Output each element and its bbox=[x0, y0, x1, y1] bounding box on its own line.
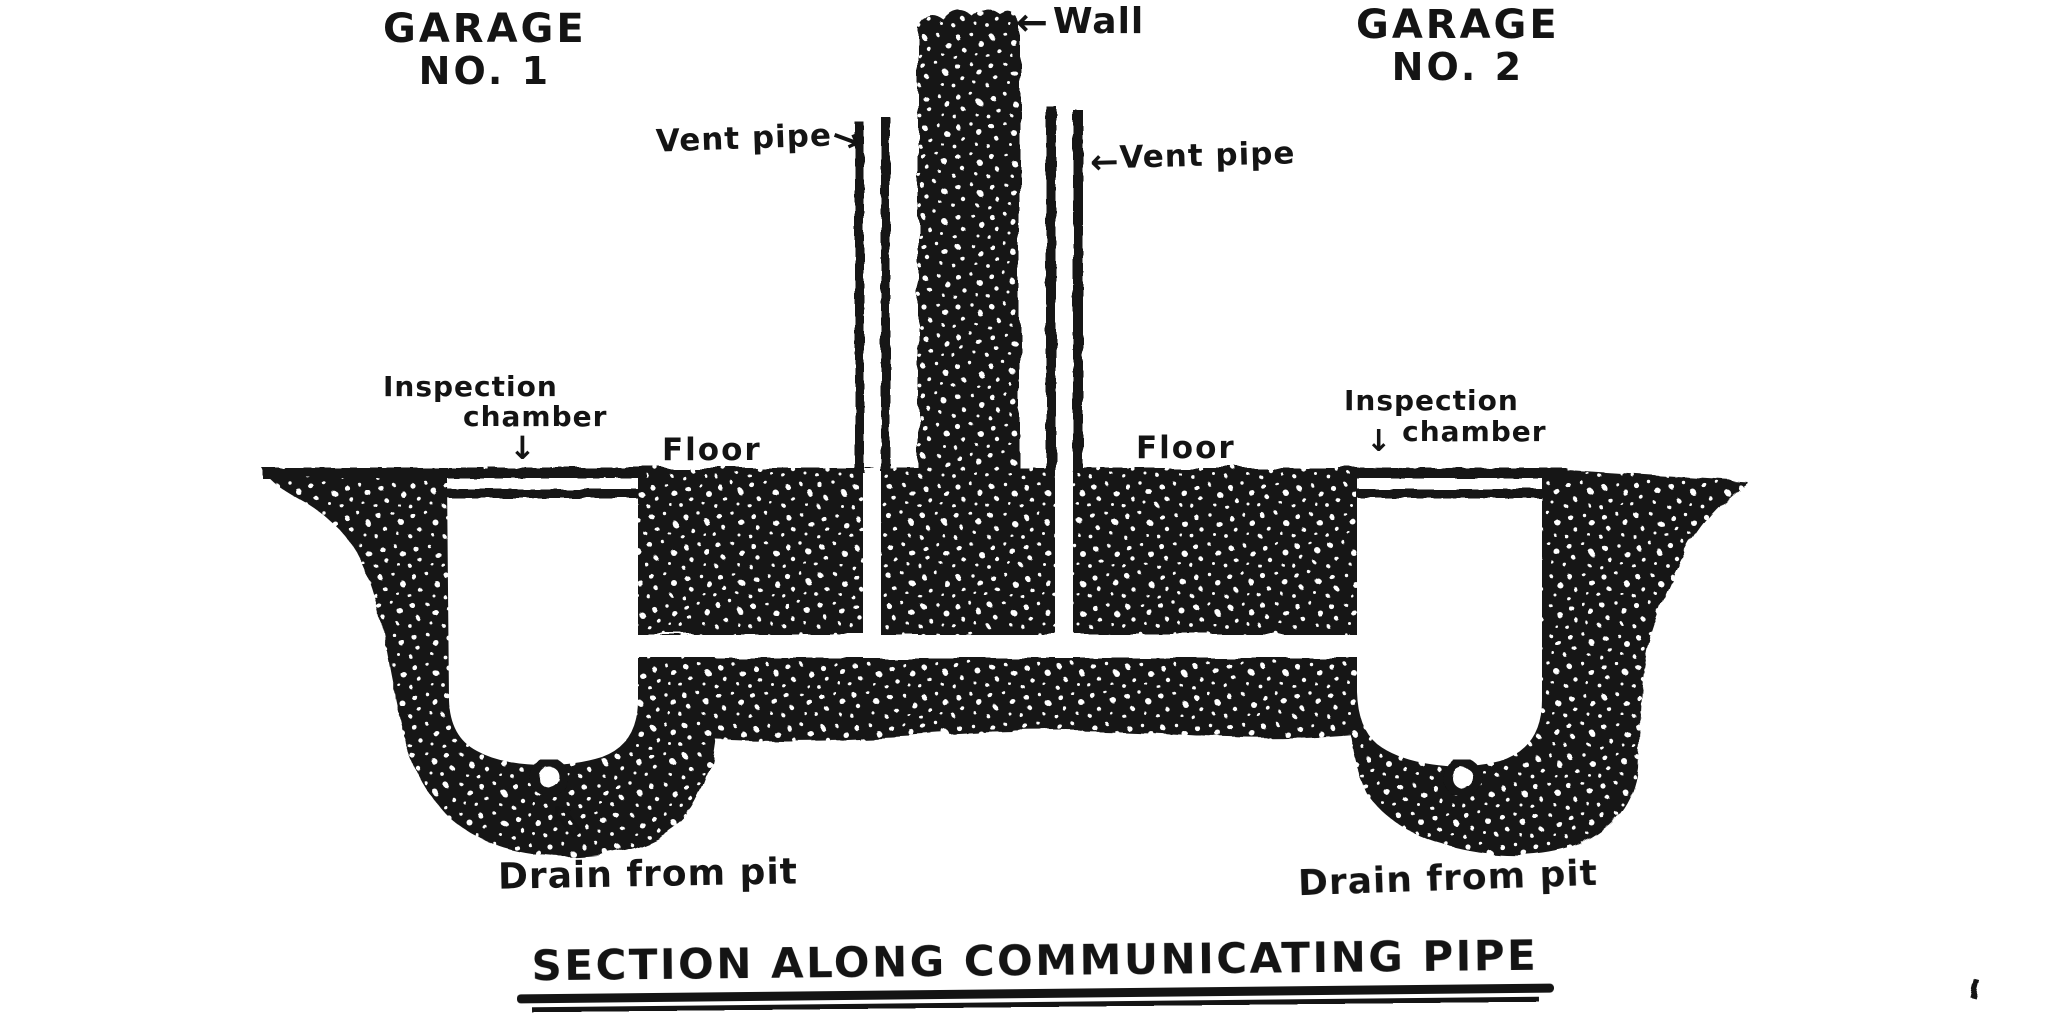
arrow-down-icon: ↓ bbox=[509, 429, 537, 467]
chamber-cover-line-right bbox=[1357, 489, 1545, 498]
arrow-right-icon: → bbox=[826, 115, 868, 163]
garage-2-label: GARAGE NO. 2 bbox=[1356, 4, 1560, 89]
vent-pipe-left-text: Vent pipe bbox=[655, 117, 833, 160]
wall-label-text: Wall bbox=[1052, 1, 1145, 42]
garage-1-label: GARAGE NO. 1 bbox=[383, 8, 587, 93]
floor-slab-right bbox=[1018, 468, 1358, 634]
garage-2-line2: NO. 2 bbox=[1391, 45, 1525, 90]
floor-left-label: Floor bbox=[662, 432, 762, 468]
arrow-left-icon: ← bbox=[1089, 141, 1121, 183]
vent-pipe-left-label: Vent pipe→ bbox=[655, 115, 867, 163]
inspection-left-line2: chamber bbox=[463, 399, 608, 433]
inspection-right-line2: ↓ chamber bbox=[1366, 414, 1547, 457]
inspection-chamber-left-label: Inspection chamber ↓ bbox=[383, 370, 608, 465]
vent-pipe-right-text: Vent pipe bbox=[1118, 135, 1296, 176]
communicating-pipe-channel bbox=[630, 635, 1370, 657]
inspection-right-line2-text: chamber bbox=[1402, 414, 1547, 448]
inspection-right-line1: Inspection bbox=[1344, 384, 1519, 417]
ground-surface-line-left bbox=[262, 468, 648, 478]
stray-ink-mark bbox=[1969, 979, 1981, 999]
garage-1-line1: GARAGE bbox=[383, 6, 587, 52]
figure-title-text: SECTION ALONG COMMUNICATING PIPE bbox=[531, 930, 1539, 991]
vent-pipe-line-right-outer bbox=[1073, 110, 1083, 472]
pipe-bed-mass bbox=[640, 658, 1386, 740]
floor-slab-left bbox=[645, 468, 920, 634]
figure-title: SECTION ALONG COMMUNICATING PIPE bbox=[516, 930, 1554, 1013]
inspection-chamber-right-label: Inspection ↓ chamber bbox=[1330, 384, 1547, 457]
inspection-chamber-right-cavity bbox=[1357, 478, 1542, 767]
chamber-cover-line-left bbox=[447, 489, 638, 498]
drain-opening-left bbox=[529, 757, 569, 797]
vent-pipe-line-right-inner bbox=[1046, 106, 1056, 472]
drain-opening-right bbox=[1443, 758, 1483, 798]
inspection-chamber-left-cavity bbox=[447, 478, 638, 765]
ground-surface-line-right bbox=[1352, 468, 1567, 478]
drain-from-pit-left-label: Drain from pit bbox=[497, 851, 799, 898]
garage-2-line1: GARAGE bbox=[1356, 2, 1560, 48]
wall-shape bbox=[918, 8, 1020, 636]
floor-right-label: Floor bbox=[1136, 430, 1236, 466]
vent-pipe-line-left-inner bbox=[881, 117, 890, 472]
vent-pipe-right-label: ←Vent pipe bbox=[1089, 135, 1296, 183]
wall-label: ←Wall bbox=[1016, 2, 1144, 42]
vent-pipe-line-left-outer bbox=[855, 122, 864, 472]
arrow-down-icon: ↓ bbox=[1366, 423, 1393, 459]
vent-pipe-channel-right bbox=[1055, 468, 1073, 658]
vent-pipe-channel-left bbox=[863, 468, 881, 658]
garage-1-line2: NO. 1 bbox=[418, 49, 552, 94]
inspection-left-line1: Inspection bbox=[383, 370, 558, 403]
arrow-left-icon: ← bbox=[1016, 0, 1049, 44]
